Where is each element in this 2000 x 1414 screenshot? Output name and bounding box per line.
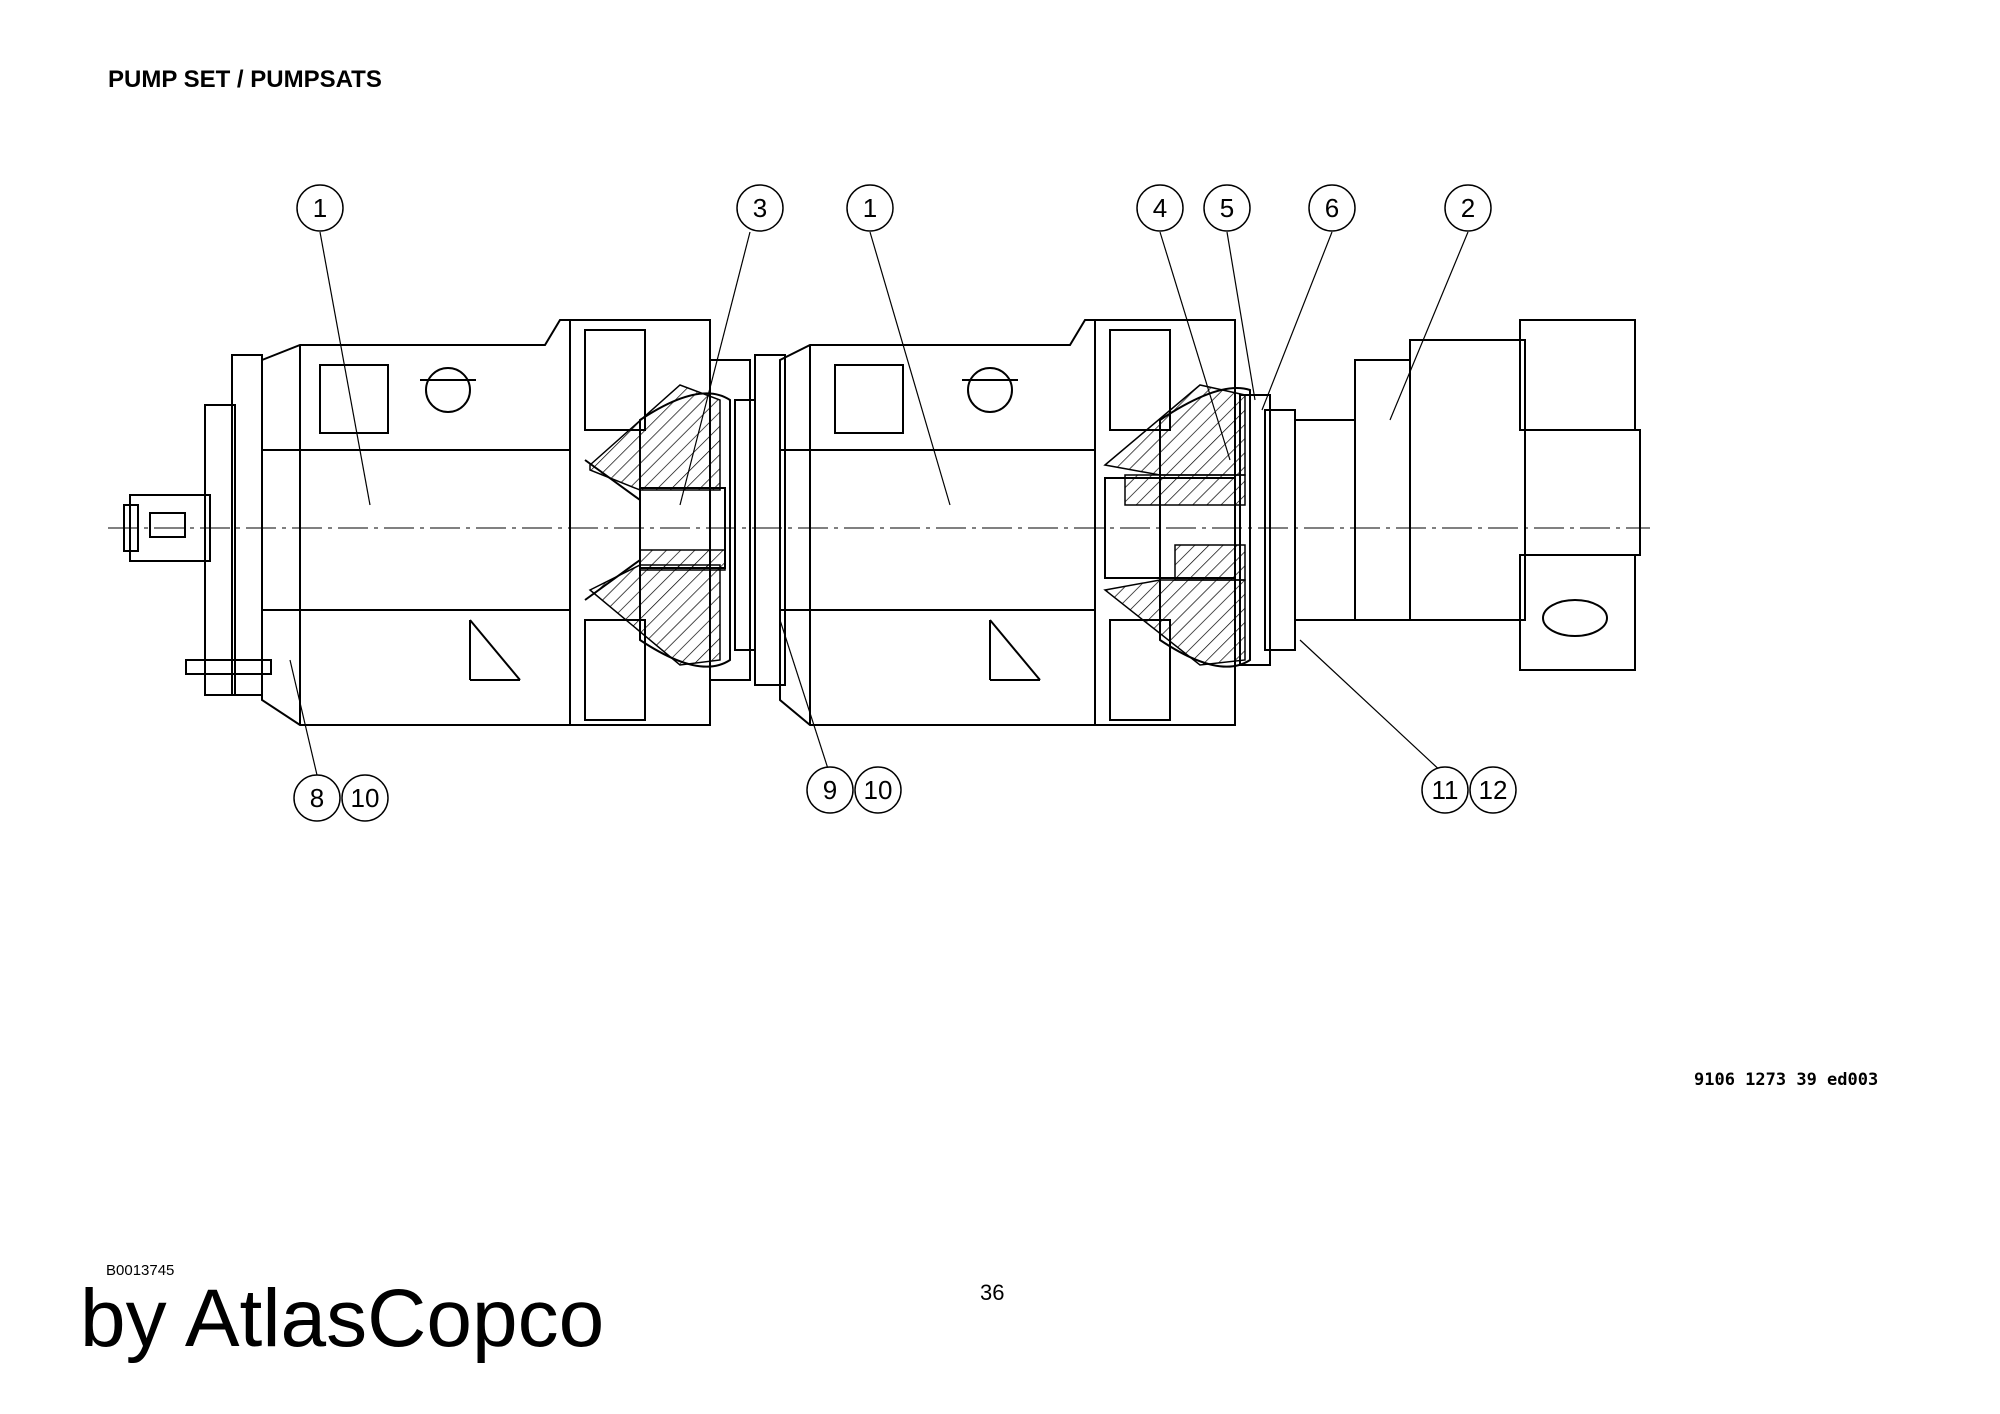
svg-text:10: 10 [864,775,893,805]
hatched-sections [588,384,1246,666]
callout-5: 5 [1203,184,1251,232]
motor [1294,419,1356,621]
mounting-flange [204,404,236,696]
callout-1: 1 [296,184,344,232]
callout-1: 1 [846,184,894,232]
svg-text:5: 5 [1220,193,1234,223]
callout-6: 6 [1308,184,1356,232]
page-number: 36 [980,1280,1005,1305]
callout-8: 8 [293,774,341,822]
pump-body-1 [261,319,571,726]
svg-text:8: 8 [310,783,324,813]
svg-text:1: 1 [313,193,327,223]
leader-lines [289,231,1469,776]
drawing-number: 9106 1273 39 ed003 [1694,1070,1879,1090]
document-code: B0013745 [106,1262,175,1279]
svg-text:9: 9 [823,775,837,805]
svg-text:2: 2 [1461,193,1475,223]
svg-text:11: 11 [1432,775,1459,805]
brand-footer: by AtlasCopco [80,1273,605,1364]
callout-11: 11 [1421,766,1469,814]
svg-text:12: 12 [1479,775,1508,805]
callout-10: 10 [854,766,902,814]
callout-4: 4 [1136,184,1184,232]
drive-shaft [129,494,211,562]
pump-body-2 [779,319,1096,726]
svg-text:6: 6 [1325,193,1339,223]
svg-text:10: 10 [351,783,380,813]
callout-12: 12 [1469,766,1517,814]
page-title: PUMP SET / PUMPSATS [108,66,382,93]
callout-2: 2 [1444,184,1492,232]
svg-text:1: 1 [863,193,877,223]
svg-text:4: 4 [1153,193,1167,223]
callout-9: 9 [806,766,854,814]
callout-10: 10 [341,774,389,822]
callout-3: 3 [736,184,784,232]
svg-text:3: 3 [753,193,767,223]
